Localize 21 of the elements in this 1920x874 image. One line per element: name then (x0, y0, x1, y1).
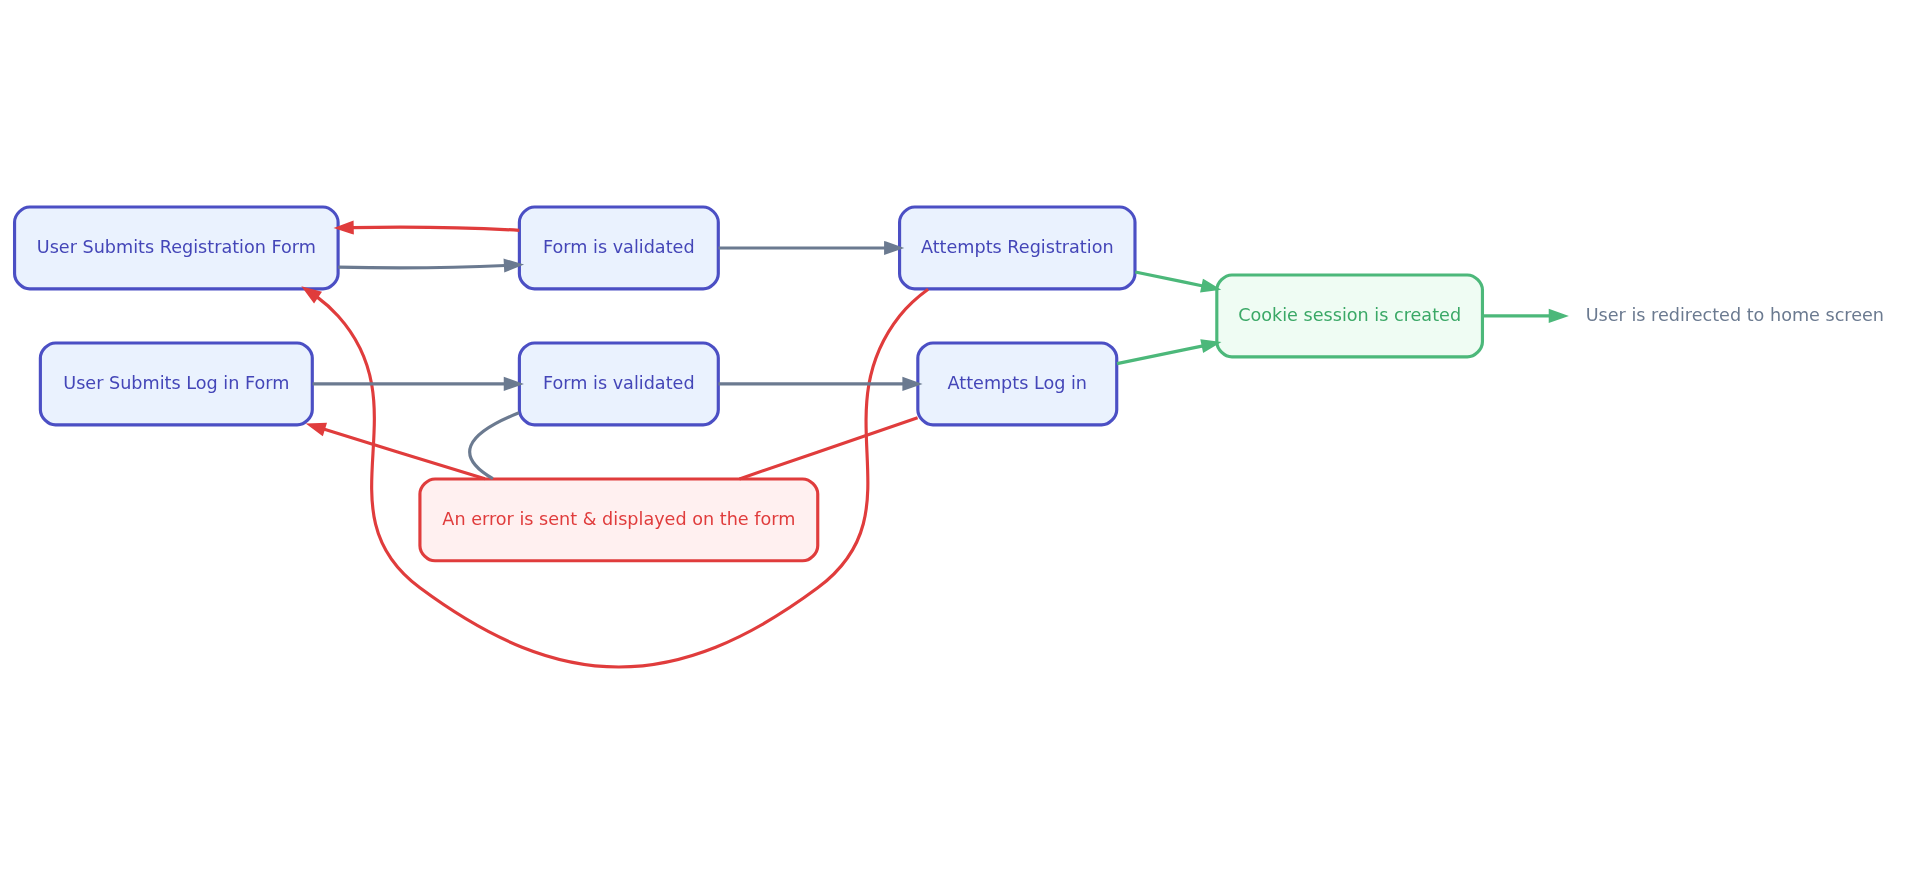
arrow (1116, 339, 1222, 366)
node-box: An error is sent & displayed on the form (418, 477, 820, 563)
arrow (305, 422, 486, 481)
arrow (718, 240, 905, 256)
arrow (312, 376, 524, 391)
node-box: Form is validated (517, 341, 720, 427)
arrow (1482, 308, 1569, 323)
node-box: Attempts Log in (916, 341, 1119, 427)
node-box: Cookie session is created (1215, 273, 1485, 359)
node-box: Form is validated (517, 205, 720, 291)
node-box: Attempts Registration (898, 205, 1137, 291)
arrow (333, 220, 520, 235)
connector (738, 416, 919, 481)
arrow (301, 286, 930, 669)
arrow (1134, 270, 1222, 293)
node-text: User is redirected to home screen (1585, 304, 1885, 325)
node-box: User Submits Registration Form (13, 205, 340, 291)
arrow (338, 258, 525, 273)
arrow (718, 376, 923, 391)
connector (468, 411, 520, 481)
node-box: User Submits Log in Form (38, 341, 314, 427)
